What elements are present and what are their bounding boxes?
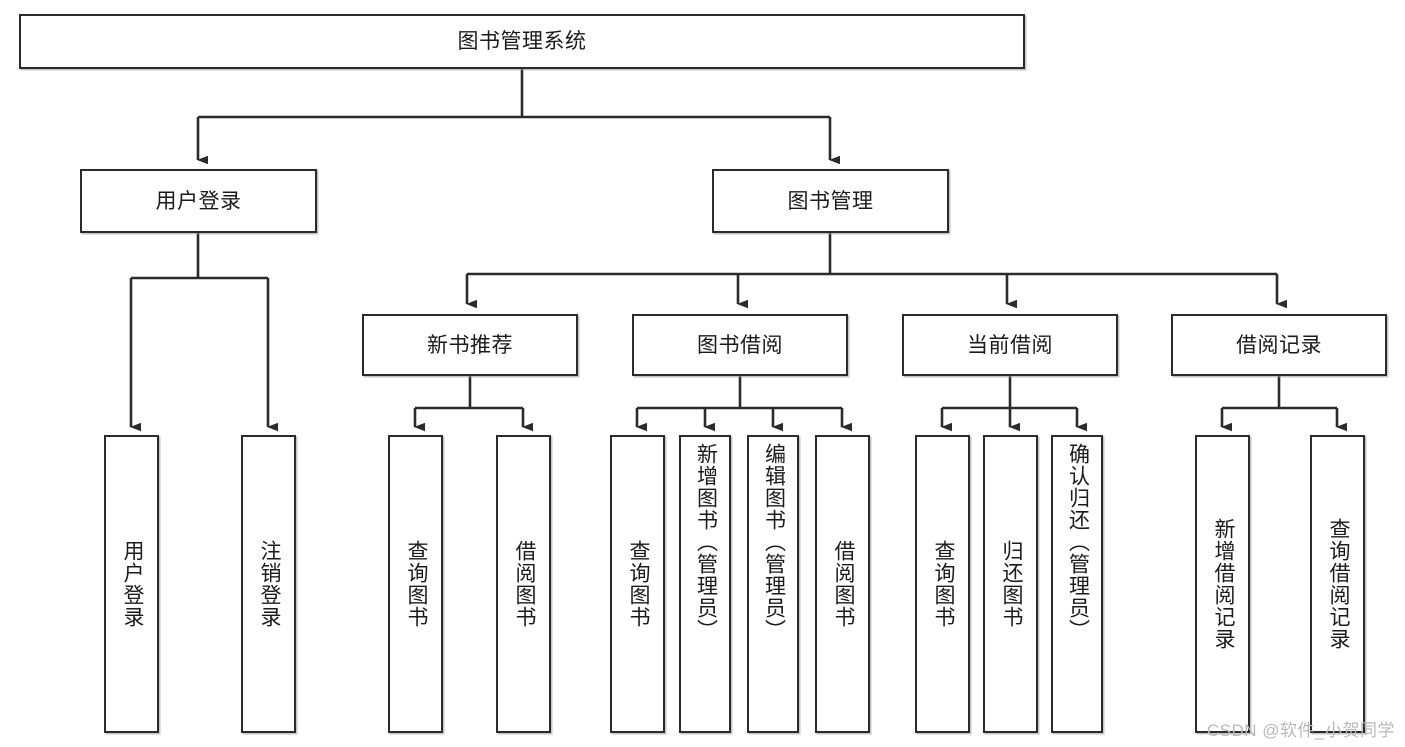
node-user-login-label: 用户登录 <box>155 189 242 213</box>
node-leaf-cb-confirm-label: 确认归还（管理员） <box>1066 443 1090 641</box>
node-leaf-user-logout-label: 注销登录 <box>257 540 281 628</box>
node-current-borrow[interactable]: 当前借阅 <box>902 314 1118 376</box>
node-leaf-bb-edit[interactable]: 编辑图书（管理员） <box>747 435 799 733</box>
node-current-borrow-label: 当前借阅 <box>967 333 1053 357</box>
node-leaf-bb-edit-label: 编辑图书（管理员） <box>762 443 786 641</box>
node-book-borrow-label: 图书借阅 <box>697 333 783 357</box>
node-book-borrow[interactable]: 图书借阅 <box>632 314 848 376</box>
node-book-mgmt[interactable]: 图书管理 <box>712 169 949 233</box>
node-leaf-bb-add[interactable]: 新增图书（管理员） <box>679 435 731 733</box>
node-leaf-br-add[interactable]: 新增借阅记录 <box>1195 435 1250 733</box>
node-book-mgmt-label: 图书管理 <box>787 189 874 213</box>
node-leaf-cb-return-label: 归还图书 <box>999 540 1023 628</box>
node-new-book-rec-label: 新书推荐 <box>427 333 513 357</box>
node-leaf-rec-borrow[interactable]: 借阅图书 <box>496 435 551 733</box>
node-root-label: 图书管理系统 <box>457 30 587 53</box>
node-leaf-bb-query[interactable]: 查询图书 <box>610 435 665 733</box>
node-leaf-br-query[interactable]: 查询借阅记录 <box>1310 435 1365 733</box>
node-leaf-bb-add-label: 新增图书（管理员） <box>694 443 718 641</box>
node-leaf-bb-borrow[interactable]: 借阅图书 <box>815 435 870 733</box>
node-leaf-bb-borrow-label: 借阅图书 <box>831 540 855 628</box>
csdn-watermark: CSDN @软件_小贺同学 <box>1206 721 1395 740</box>
node-leaf-user-login-label: 用户登录 <box>120 540 144 628</box>
node-leaf-cb-return[interactable]: 归还图书 <box>983 435 1038 733</box>
node-leaf-rec-query-label: 查询图书 <box>404 540 428 628</box>
node-leaf-br-add-label: 新增借阅记录 <box>1211 518 1235 650</box>
node-leaf-cb-confirm[interactable]: 确认归还（管理员） <box>1051 435 1103 733</box>
node-leaf-user-login[interactable]: 用户登录 <box>104 435 159 733</box>
node-leaf-cb-query-label: 查询图书 <box>931 540 955 628</box>
node-user-login[interactable]: 用户登录 <box>80 169 317 233</box>
node-leaf-cb-query[interactable]: 查询图书 <box>915 435 970 733</box>
node-borrow-record-label: 借阅记录 <box>1236 333 1322 357</box>
node-leaf-rec-query[interactable]: 查询图书 <box>388 435 443 733</box>
node-leaf-bb-query-label: 查询图书 <box>626 540 650 628</box>
node-borrow-record[interactable]: 借阅记录 <box>1171 314 1387 376</box>
node-leaf-user-logout[interactable]: 注销登录 <box>241 435 296 733</box>
node-leaf-rec-borrow-label: 借阅图书 <box>512 540 536 628</box>
node-new-book-rec[interactable]: 新书推荐 <box>362 314 578 376</box>
node-leaf-br-query-label: 查询借阅记录 <box>1326 518 1350 650</box>
node-root[interactable]: 图书管理系统 <box>19 14 1025 69</box>
